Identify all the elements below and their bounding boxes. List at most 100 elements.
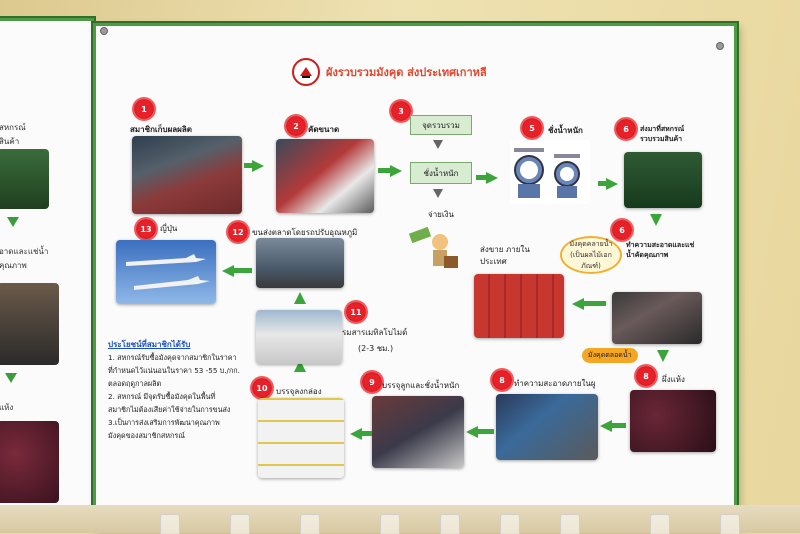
grommet [716,42,724,50]
arrow-down-icon [657,350,669,362]
benefit-line: สมาชิกไม่ต้องเสียค่าใช้จ่ายในการขนส่ง [108,405,231,414]
step-photo-washing [612,292,702,344]
benefit-line: มังคุดของสมาชิกสหกรณ์ [108,431,185,440]
fumigation-time: (2-3 ชม.) [358,344,394,353]
left-board-text: คุณภาพ [0,261,27,270]
arrow-shaft [232,268,252,273]
arrow-left-icon [572,298,584,310]
arrow-shaft [244,163,254,168]
arrow-left-icon [600,420,612,432]
benefit-line: ที่กำหนดไว้แน่นอนในราคา 53 -55 บ./กก. [108,366,240,375]
left-board-text: สหกรณ์ [0,123,26,132]
step-photo-cleaning [496,394,598,460]
step-label: รมสารเมทิลโบไมด์ [342,328,408,337]
step-label: ชั่งน้ำหนัก [548,126,583,135]
step-label: ทำความสะอาดและแช่ น้ำคัดคุณภาพ [626,241,695,259]
poster-title: ผังรวบรวมมังคุด ส่งประเทศเกาหลี [326,66,487,79]
benefits-heading: ประโยชน์ที่สมาชิกได้รับ [108,340,191,349]
step-photo-sorting [276,139,374,213]
arrow-shaft [598,181,608,186]
cup-icon [500,514,520,534]
step-label: ทำความสะอาดภายในผู [514,379,596,388]
step-photo-fumigation [256,310,342,364]
arrow-right-icon [390,165,402,177]
step-badge: 8 [492,370,512,390]
shelf [0,505,800,533]
cup-icon [720,514,740,534]
step-label: บรรจุลูกและชั่งน้ำหนัก [382,381,460,390]
step-badge: 5 [522,118,542,138]
cup-icon [560,514,580,534]
arrow-shaft [378,168,392,173]
step-badge: 2 [286,116,306,136]
step-badge: 1 [134,99,154,119]
arrow-down-icon [650,214,662,226]
money-cartoon-icon [408,222,462,276]
step-label: ผึ่งแห้ง [662,375,685,384]
benefit-line: 3.เป็นการส่งเสริมการพัฒนาคุณภาพ [108,418,220,427]
cup-icon [300,514,320,534]
info-bubble: มังคุดคลายน้ำ (เป็นผลไม้เอกภัณฑ์) [560,236,622,274]
arrow-shaft [476,175,488,180]
cup-icon [230,514,250,534]
arrow-down-icon [433,189,443,198]
cup-icon [440,514,460,534]
arrow-left-icon [222,265,234,277]
benefits-section: ประโยชน์ที่สมาชิกได้รับ 1. สหกรณ์รับซื้อ… [108,338,258,442]
benefit-line: ตลอดฤดูกาลผลิต [108,379,162,388]
arrow-shaft [360,431,372,436]
left-board-text: อาดและแช่น้ำ [0,247,49,256]
step-badge: 11 [346,302,366,322]
arrow-right-icon [486,172,498,184]
step-label: ส่งมาที่สหกรณ์ รวบรวมสินค้า [640,125,685,143]
step-badge: 9 [362,372,382,392]
step-label: ญี่ปุ่น [160,224,178,233]
weigh-box: ชั่งน้ำหนัก [410,162,472,184]
benefit-line: 2. สหกรณ์ มีจุดรับซื้อมังคุดในพื้นที่ [108,392,216,401]
step-photo-domestic [474,274,564,338]
left-board-photo [0,421,59,503]
arrow-left-icon [466,426,478,438]
step-badge: 6 [616,119,636,139]
step-photo-airplane [116,240,216,304]
arrow-right-icon [252,160,264,172]
step-badge: 13 [136,219,156,239]
arrow-shaft [610,423,626,428]
step-photo-drying [630,390,716,452]
left-board-photo [0,283,59,365]
cup-icon [650,514,670,534]
arrow-down-icon [5,373,17,383]
step-badge: 12 [228,222,248,242]
info-tag: มังคุดตลอดน้ำ [582,348,638,363]
poster-header: ผังรวบรวมมังคุด ส่งประเทศเกาหลี [292,58,487,86]
step-photo-crates [624,152,702,208]
step-photo-truck [256,238,344,288]
step-label: คัดขนาด [308,125,340,134]
step-photo-packing [372,396,464,468]
step-badge: 6 [612,220,632,240]
arrow-down-icon [433,140,443,149]
scales-icon [510,140,590,204]
step-photo-boxes [258,398,344,478]
step-photo-harvest [132,136,242,214]
arrow-up-icon [294,292,306,304]
step-label: สมาชิกเก็บผลผลิต [130,125,192,134]
step-badge: 10 [252,378,272,398]
benefit-line: 1. สหกรณ์รับซื้อมังคุดจากสมาชิกในราคา [108,353,237,362]
step-badge: 8 [636,366,656,386]
left-board-photo [0,149,49,209]
arrow-down-icon [7,217,19,227]
cooperative-logo-icon [292,58,320,86]
cup-icon [380,514,400,534]
arrow-left-icon [350,428,362,440]
left-poster-board: สหกรณ์ สินค้า อาดและแช่น้ำ คุณภาพ แห้ง [0,18,94,529]
pay-label: จ่ายเงิน [428,210,454,219]
cup-icon [160,514,180,534]
left-board-text: แห้ง [0,403,14,412]
step-label: บรรจุลงกล่อง [276,387,322,396]
collection-point-box: จุดรวบรวม [410,115,472,135]
grommet [100,27,108,35]
arrow-right-icon [606,178,618,190]
arrow-shaft [582,301,606,306]
left-board-text: สินค้า [0,137,20,146]
